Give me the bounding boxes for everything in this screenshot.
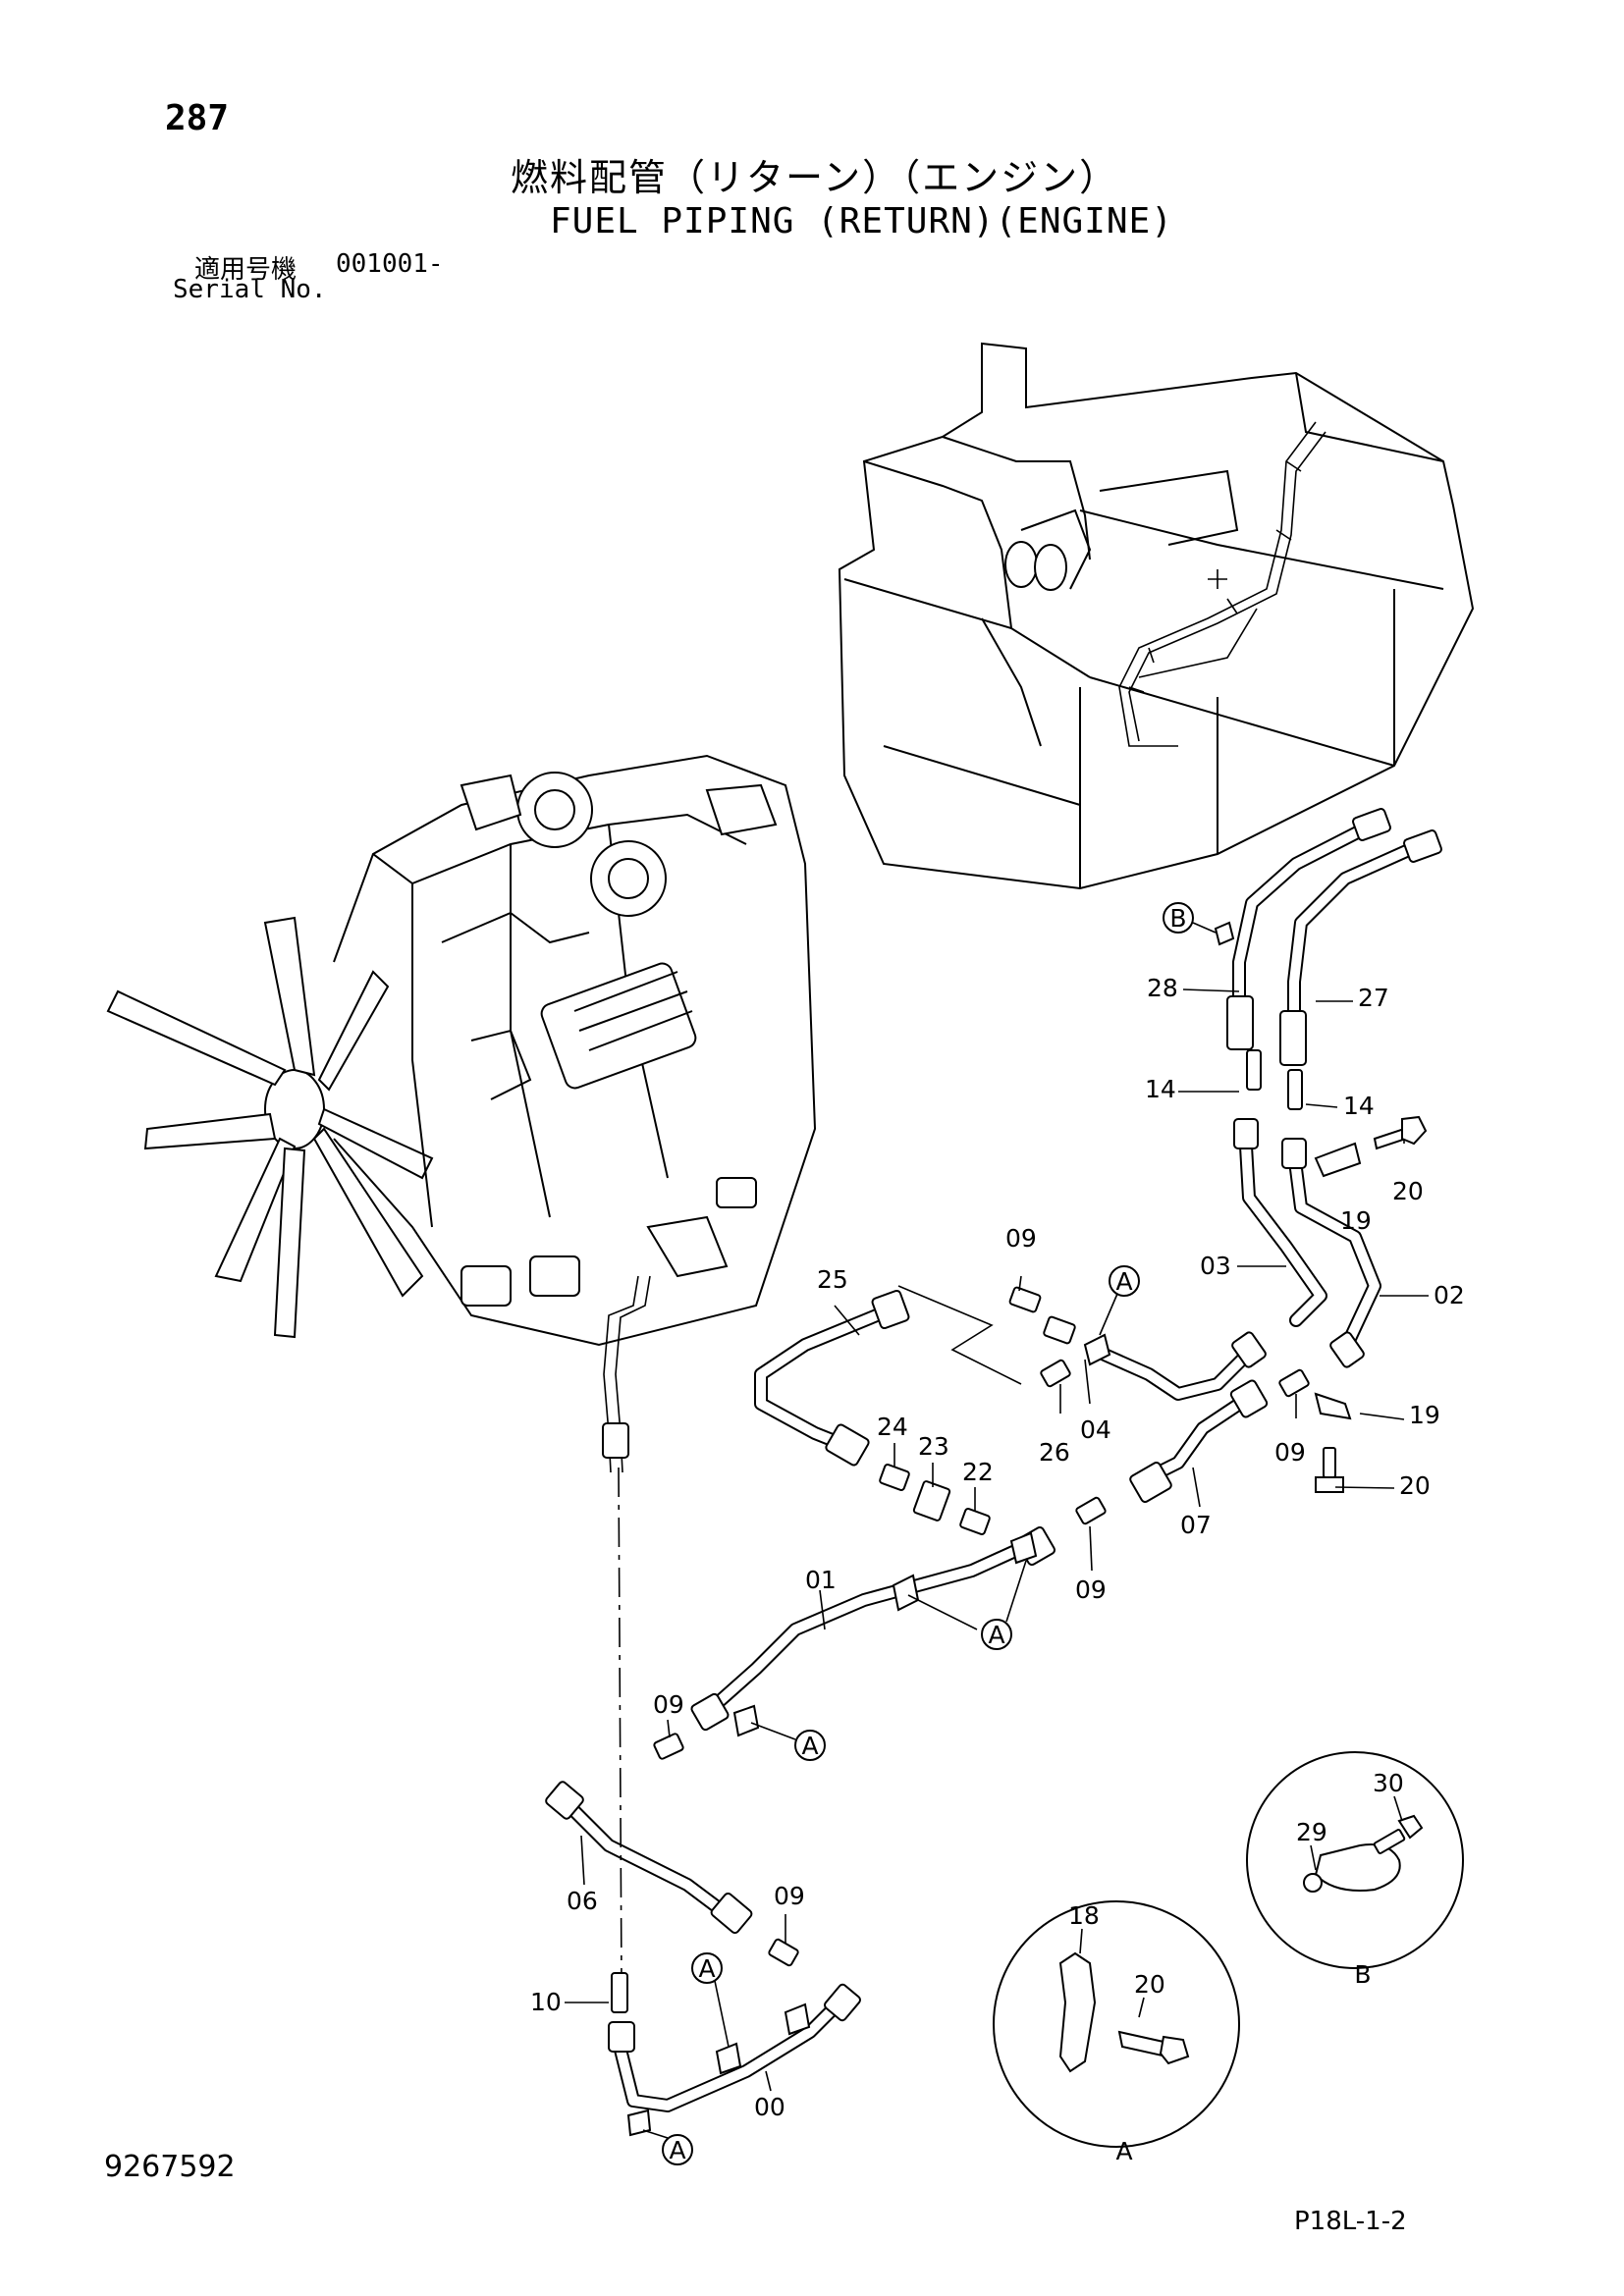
part-label-03: 03: [1200, 1252, 1231, 1280]
part-label-20: 20: [1134, 1970, 1165, 1999]
page-number: 287: [165, 98, 230, 138]
callout-label: A: [1115, 1267, 1132, 1296]
serial-label-english: Serial No.: [173, 275, 327, 304]
part-label-01: 01: [805, 1566, 837, 1594]
part-label-18: 18: [1068, 1901, 1100, 1930]
fuel-return-pipes: [545, 808, 1442, 2137]
engine-block-illustration: [838, 342, 1475, 890]
part-number-labels: 28 27 14 14 20 19 03 02 09 25 04 26 09 1…: [530, 974, 1465, 2121]
title-japanese: 燃料配管（リターン）（エンジン）: [511, 156, 1119, 199]
part-label-27: 27: [1358, 984, 1389, 1012]
part-label-26: 26: [1039, 1438, 1070, 1467]
detail-view-a-label: A: [1115, 2137, 1132, 2165]
serial-label-japanese: 適用号機: [194, 255, 298, 285]
part-label-25: 25: [817, 1265, 848, 1294]
part-label-23: 23: [918, 1432, 949, 1461]
part-label-09: 09: [774, 1882, 805, 1910]
part-label-19: 19: [1409, 1401, 1440, 1429]
part-label-20: 20: [1392, 1177, 1424, 1205]
callouts: B A A A A: [642, 902, 1217, 2165]
part-label-24: 24: [877, 1413, 908, 1441]
title-english: FUEL PIPING (RETURN)(ENGINE): [550, 201, 1173, 241]
part-label-30: 30: [1373, 1769, 1404, 1797]
part-label-07: 07: [1180, 1511, 1212, 1539]
serial-number-value: 001001-: [336, 249, 444, 279]
callout-a-marker: A: [750, 1722, 826, 1761]
part-label-29: 29: [1296, 1818, 1327, 1846]
part-label-28: 28: [1147, 974, 1178, 1002]
part-label-02: 02: [1434, 1281, 1465, 1309]
part-label-06: 06: [567, 1887, 598, 1915]
part-label-20: 20: [1399, 1471, 1431, 1500]
detail-view-b: B: [1246, 1751, 1464, 1989]
part-label-10: 10: [530, 1988, 562, 2016]
callout-label: A: [801, 1732, 818, 1760]
callout-a-marker: A: [691, 1952, 730, 2048]
leader-lines: [565, 988, 1429, 2092]
callout-a-marker: A: [642, 2129, 693, 2165]
callout-a-marker: A: [1099, 1265, 1140, 1336]
part-label-00: 00: [754, 2093, 785, 2121]
callout-b-marker: B: [1163, 902, 1217, 934]
callout-label: A: [698, 1954, 715, 1983]
figure-code: P18L-1-2: [1294, 2207, 1407, 2236]
part-label-14: 14: [1343, 1092, 1375, 1120]
part-label-19: 19: [1340, 1206, 1372, 1235]
engine-with-fan-illustration: [106, 754, 817, 1434]
detail-view-a: A: [993, 1900, 1240, 2165]
part-label-09: 09: [1005, 1224, 1037, 1253]
part-label-04: 04: [1080, 1415, 1111, 1444]
part-label-22: 22: [962, 1458, 994, 1486]
document-number: 9267592: [104, 2150, 236, 2184]
callout-label: A: [988, 1621, 1004, 1649]
part-label-09: 09: [1075, 1575, 1107, 1604]
part-label-09: 09: [1274, 1438, 1306, 1467]
callout-label: B: [1169, 904, 1186, 933]
detail-view-b-label: B: [1354, 1960, 1371, 1989]
part-label-09: 09: [653, 1690, 684, 1719]
callout-label: A: [669, 2136, 685, 2164]
callout-a-marker: A: [907, 1560, 1027, 1650]
part-label-14: 14: [1145, 1075, 1176, 1103]
